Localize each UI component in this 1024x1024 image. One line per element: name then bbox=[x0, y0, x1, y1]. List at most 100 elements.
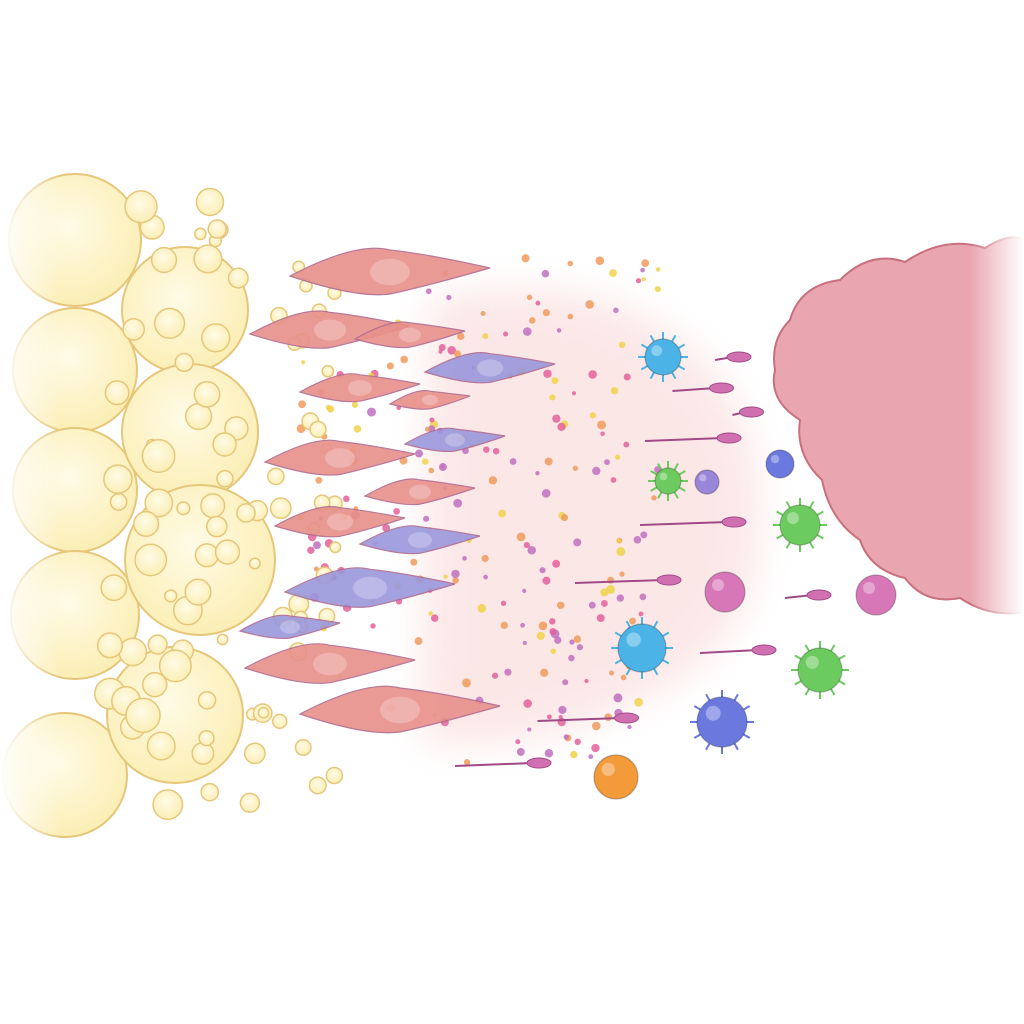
particle-dot bbox=[541, 269, 550, 278]
particle-dot bbox=[313, 541, 321, 550]
particle-dot bbox=[428, 467, 435, 474]
cell-body bbox=[779, 504, 821, 546]
cell-nucleus bbox=[380, 696, 420, 724]
particle-dot bbox=[482, 333, 489, 340]
small-fat-cell bbox=[236, 503, 256, 523]
particle-dot bbox=[557, 601, 565, 609]
cell-nucleus bbox=[280, 620, 300, 634]
particle-dot bbox=[595, 256, 605, 265]
small-fat-cell bbox=[96, 632, 124, 659]
particle-dot bbox=[480, 310, 486, 317]
particle-dot bbox=[522, 327, 532, 336]
particle-dot bbox=[640, 531, 648, 539]
particle-dot bbox=[604, 713, 613, 722]
particle-dot bbox=[521, 254, 530, 263]
cell-spike bbox=[650, 470, 658, 476]
cell-nucleus bbox=[313, 652, 347, 676]
particle-dot bbox=[367, 407, 376, 417]
particle-dot bbox=[571, 391, 577, 396]
particle-dot bbox=[422, 458, 429, 465]
macrophage-cell bbox=[423, 352, 556, 384]
particle-dot bbox=[453, 498, 463, 508]
small-fat-cell bbox=[197, 691, 217, 710]
particle-dot bbox=[606, 585, 616, 594]
small-fat-cell bbox=[184, 578, 212, 606]
particle-dot bbox=[428, 611, 433, 616]
macrophage-cell bbox=[358, 525, 481, 555]
cell-spike bbox=[673, 463, 679, 471]
particle-dot bbox=[567, 313, 574, 320]
particle-dot bbox=[572, 465, 578, 471]
particle-dot bbox=[554, 636, 562, 644]
cell-spike bbox=[776, 510, 784, 516]
cell-spike bbox=[625, 620, 631, 628]
particle-dot bbox=[613, 693, 623, 703]
particle-dot bbox=[552, 414, 561, 423]
cell-spike bbox=[693, 733, 701, 739]
small-fat-cell bbox=[325, 766, 344, 785]
particle-dot bbox=[570, 750, 578, 759]
cell-nucleus bbox=[477, 359, 503, 377]
cell-spike bbox=[650, 486, 658, 492]
particle-dot bbox=[567, 260, 574, 267]
cell-spike bbox=[785, 541, 791, 549]
particle-dot bbox=[481, 554, 489, 563]
small-fat-cell bbox=[176, 501, 191, 516]
cell-spike bbox=[743, 733, 751, 739]
cell-body bbox=[797, 647, 843, 693]
particle-dot bbox=[527, 727, 532, 732]
particle-dot bbox=[639, 593, 647, 601]
cell-head bbox=[721, 516, 747, 528]
small-fat-cell bbox=[309, 420, 327, 439]
small-fat-cell bbox=[200, 493, 226, 519]
particle-dot bbox=[410, 558, 418, 566]
particle-dot bbox=[515, 739, 521, 745]
spiky-immune-cell bbox=[611, 617, 673, 679]
cell-tail bbox=[639, 521, 729, 526]
cell-body bbox=[593, 754, 639, 800]
cell-head bbox=[739, 406, 764, 418]
fibroblast-cell bbox=[288, 247, 491, 296]
cell-spike bbox=[678, 365, 686, 371]
particle-dot bbox=[588, 370, 597, 379]
cell-spike bbox=[693, 705, 701, 711]
particle-dot bbox=[588, 601, 596, 609]
particle-dot bbox=[542, 309, 550, 317]
small-fat-cell bbox=[100, 574, 128, 602]
particle-dot bbox=[425, 288, 432, 295]
small-fat-cell bbox=[267, 467, 285, 486]
round-immune-cell bbox=[765, 449, 795, 479]
particle-dot bbox=[635, 278, 642, 284]
particle-dot bbox=[399, 456, 408, 465]
particle-dot bbox=[569, 639, 575, 645]
cell-nucleus bbox=[325, 448, 355, 468]
cell-highlight bbox=[863, 582, 875, 594]
cell-body bbox=[617, 623, 667, 673]
cell-spike bbox=[830, 688, 836, 696]
particle-dot bbox=[488, 476, 498, 485]
spiky-immune-cell bbox=[690, 690, 754, 754]
cell-body bbox=[644, 338, 682, 376]
particle-dot bbox=[315, 476, 323, 484]
particle-dot bbox=[556, 328, 562, 333]
spiky-immune-cell bbox=[638, 332, 688, 382]
particle-dot bbox=[552, 559, 561, 568]
cell-spike bbox=[671, 334, 677, 342]
particle-dot bbox=[591, 721, 601, 731]
small-fat-cell bbox=[308, 776, 327, 795]
small-fat-cell bbox=[103, 464, 133, 494]
cell-body bbox=[694, 469, 720, 495]
cell-spike bbox=[733, 743, 739, 751]
particle-dot bbox=[463, 759, 471, 766]
cell-spike bbox=[640, 343, 648, 349]
cell-nucleus bbox=[370, 258, 410, 286]
cell-spike bbox=[804, 644, 810, 652]
particle-dot bbox=[641, 259, 650, 268]
migrating-cells bbox=[454, 351, 832, 769]
macrophage-cell bbox=[283, 567, 456, 608]
cell-spike bbox=[673, 491, 679, 499]
particle-dot bbox=[516, 747, 525, 756]
spiky-immune-cell bbox=[791, 641, 849, 699]
particle-dot bbox=[610, 386, 619, 395]
particle-dot bbox=[438, 349, 443, 354]
